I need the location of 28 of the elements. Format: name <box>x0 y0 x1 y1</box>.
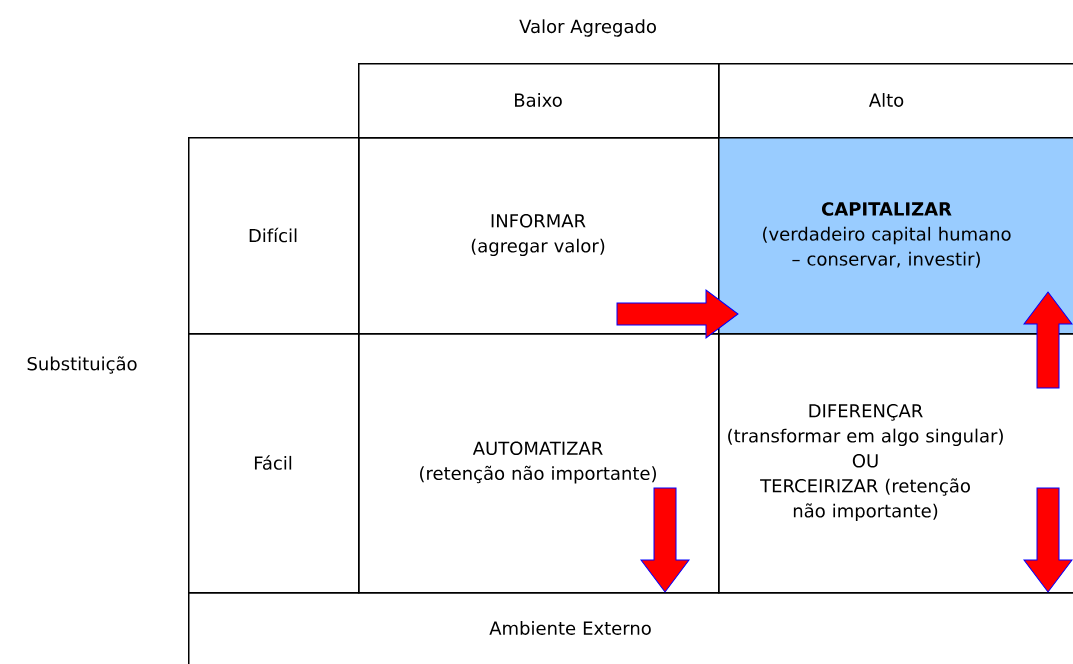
table-cell <box>358 333 720 594</box>
axis-label: Substituição <box>27 356 137 374</box>
cell-text: Ambiente Externo <box>489 621 651 635</box>
table-cell <box>718 63 1073 139</box>
cell-text: CAPITALIZAR (verdadeiro capital humano – conservar, investir) <box>763 202 1011 268</box>
cell-text: Baixo <box>515 93 562 107</box>
cell-text: Difícil <box>249 227 297 243</box>
cell-text: AUTOMATIZAR (retenção não importante) <box>420 441 656 484</box>
table-cell <box>188 333 360 594</box>
block-arrow <box>1023 291 1073 389</box>
node-label: TERCEIRIZAR (retenção não importante) <box>760 478 970 522</box>
table-cell <box>188 137 360 335</box>
table-cell <box>718 137 1073 335</box>
axis-label: Valor Agregado <box>519 19 656 37</box>
node-label: DIFERENÇAR <box>809 403 923 421</box>
node-label: OU <box>852 453 878 468</box>
cell-text: Alto <box>868 93 904 107</box>
cell-text: INFORMAR (agregar valor) <box>471 213 605 257</box>
cell-text: Fácil <box>254 455 292 470</box>
table-cell <box>358 137 720 335</box>
block-arrow <box>1023 487 1073 593</box>
node-label: (transformar em algo singular) <box>728 428 1003 447</box>
table-cell <box>718 333 1073 594</box>
table-cell <box>188 592 1073 664</box>
table-cell <box>358 63 720 139</box>
block-arrow <box>616 289 739 339</box>
block-arrow <box>640 487 690 593</box>
cell-text: DIFERENÇAR (transformar em algo singular) OU TERCEIRIZAR (retenção não importante) <box>728 403 1003 522</box>
